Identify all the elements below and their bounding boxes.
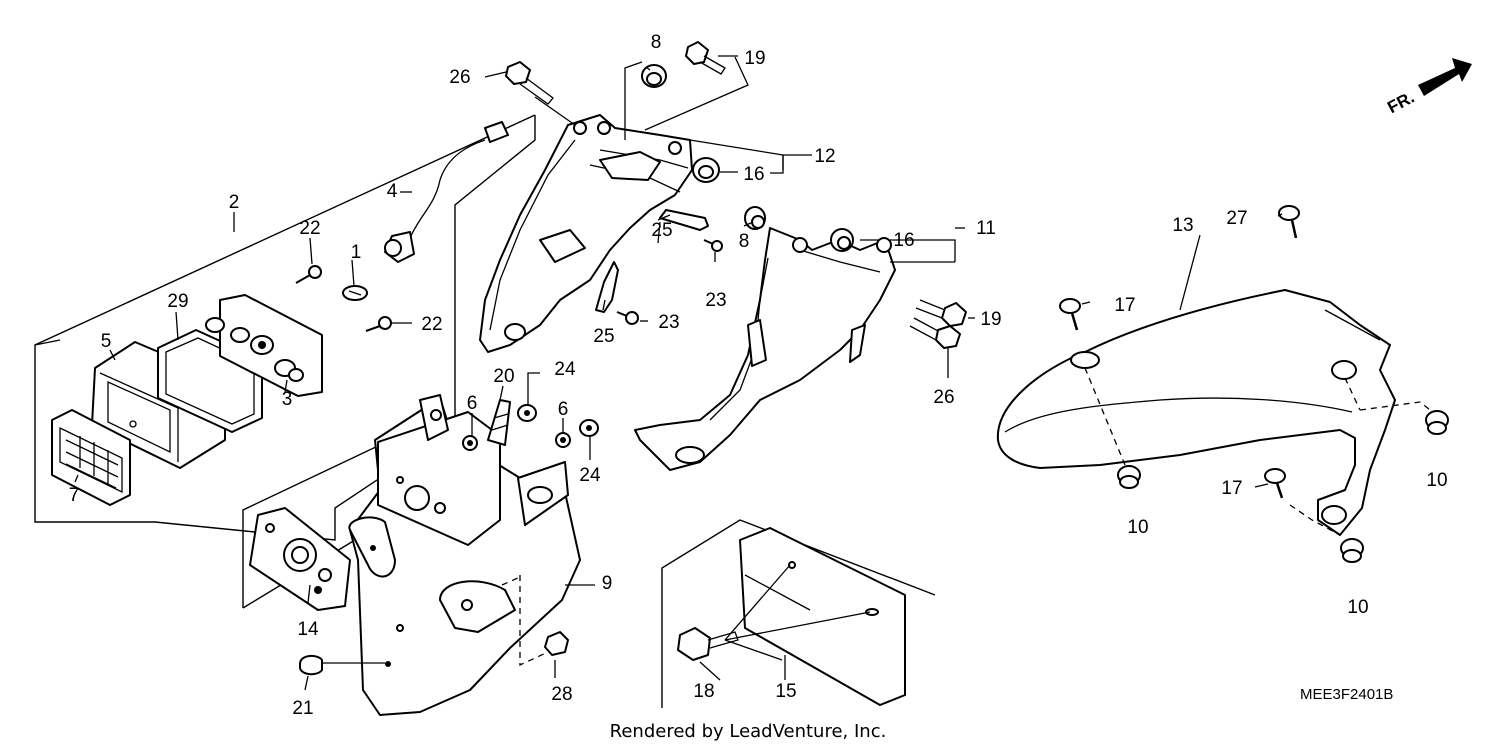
rear-bracket-lower: [634, 227, 896, 471]
callout-21: 21: [292, 698, 313, 719]
clip-25b: [595, 261, 619, 313]
nut-6a: [462, 435, 478, 451]
callout-22b: 22: [421, 314, 442, 335]
callout-17a: 17: [1114, 295, 1135, 316]
grommet-16a: [692, 157, 720, 183]
bolt-19b: [915, 299, 967, 327]
bolt-26b: [909, 317, 961, 349]
callout-1: 1: [351, 242, 362, 263]
callout-6a: 6: [467, 393, 478, 414]
cap-21: [299, 654, 323, 676]
callout-14: 14: [297, 619, 319, 640]
grommet-16b: [830, 228, 854, 252]
screw-22a: [295, 265, 322, 284]
front-label: FR.: [1384, 88, 1417, 118]
callout-8b: 8: [739, 231, 750, 252]
callout-24b: 24: [579, 465, 601, 486]
callout-12: 12: [814, 146, 835, 167]
frame-license-plate-group: [661, 519, 936, 708]
callout-3: 3: [282, 389, 293, 410]
callout-8a: 8: [651, 32, 662, 53]
nut-6b: [555, 432, 571, 448]
callout-22a: 22: [299, 218, 320, 239]
rear-bracket-upper: [479, 114, 693, 353]
screw-17b: [1264, 468, 1286, 499]
nut-10a: [1117, 465, 1141, 489]
screw-17a: [1059, 298, 1081, 331]
clip-25a: [659, 209, 709, 231]
license-plate-bracket: [739, 527, 906, 706]
bolt-19a: [685, 41, 726, 75]
nut-10c: [1340, 538, 1364, 563]
leader-lines: [74, 55, 1283, 691]
collar-24b: [579, 419, 599, 437]
frame-taillight-group: [34, 114, 536, 541]
dashed-guides: [501, 367, 1431, 667]
callout-29: 29: [167, 291, 188, 312]
bulb: [342, 285, 368, 301]
callout-10b: 10: [1426, 470, 1447, 491]
nut-10b: [1425, 410, 1449, 435]
credit-text: Rendered by LeadVenture, Inc.: [610, 721, 887, 742]
callout-26a: 26: [449, 67, 470, 88]
callout-10a: 10: [1127, 517, 1148, 538]
grommet-8b: [744, 206, 766, 230]
bolt-26a: [505, 61, 554, 105]
callout-20: 20: [493, 366, 514, 387]
callout-23b: 23: [658, 312, 679, 333]
callout-19b: 19: [980, 309, 1001, 330]
screw-27: [1278, 205, 1300, 239]
callout-23a: 23: [705, 290, 726, 311]
screw-22b: [365, 316, 392, 332]
taillight-wire-harness: [384, 121, 509, 263]
callout-2: 2: [229, 192, 240, 213]
callout-6b: 6: [558, 399, 569, 420]
bolt-18: [677, 627, 739, 661]
callout-10c: 10: [1347, 597, 1368, 618]
front-direction-indicator: FR.: [1384, 58, 1472, 117]
grommet-8a: [641, 64, 667, 88]
screw-23b: [616, 311, 639, 325]
callout-28: 28: [551, 684, 572, 705]
callout-labels: 1 2 3 4 5 6 6 7 8 8 9 10 10 10 11 12 13 …: [69, 32, 1448, 719]
reflector: [51, 409, 131, 506]
callout-26b: 26: [933, 387, 954, 408]
callout-24a: 24: [554, 359, 576, 380]
callout-19a: 19: [744, 48, 765, 69]
callout-15: 15: [775, 681, 796, 702]
front-arrow-icon: [1418, 58, 1472, 96]
callout-4: 4: [387, 181, 398, 202]
callout-17b: 17: [1221, 478, 1242, 499]
nut-28: [544, 631, 569, 656]
callout-25a: 25: [651, 220, 672, 241]
screw-23a: [703, 239, 723, 252]
taillight-socket: [205, 294, 323, 397]
callout-13: 13: [1172, 215, 1193, 236]
callout-25b: 25: [593, 326, 614, 347]
callout-27: 27: [1226, 208, 1247, 229]
callout-16b: 16: [893, 230, 914, 251]
collar-24a: [517, 404, 537, 422]
rear-hugger: [996, 289, 1396, 536]
diagram-code: MEE3F2401B: [1300, 686, 1393, 703]
callout-9: 9: [602, 573, 613, 594]
callout-16a: 16: [743, 164, 764, 185]
callout-5: 5: [101, 331, 112, 352]
license-light: [249, 507, 351, 611]
callout-11: 11: [976, 218, 996, 239]
clip-20: [487, 399, 511, 446]
callout-7: 7: [69, 485, 80, 506]
callout-18: 18: [693, 681, 714, 702]
